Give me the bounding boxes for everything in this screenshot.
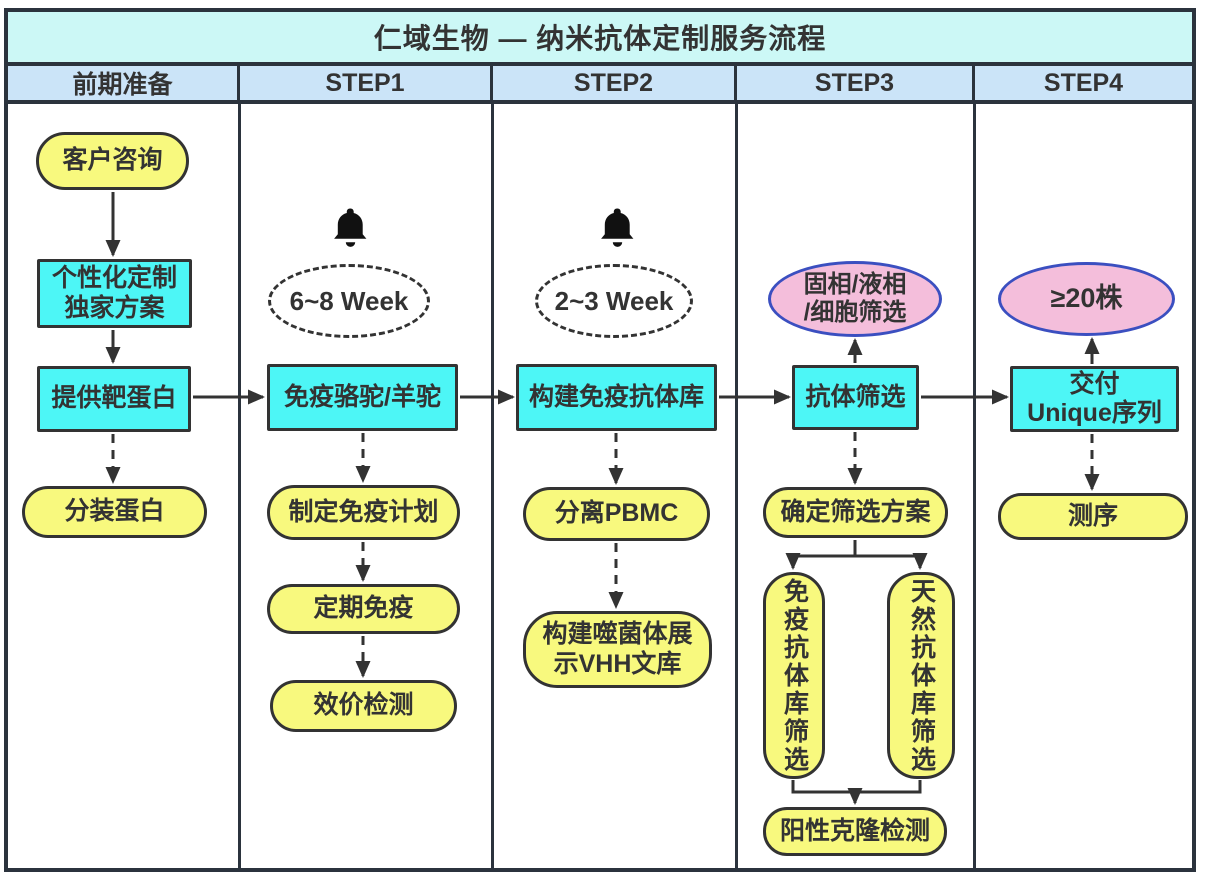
node-titer-test: 效价检测 xyxy=(270,680,457,732)
bell-icon xyxy=(599,207,636,258)
column-header-step1: STEP1 xyxy=(240,66,493,100)
node-build-immune-library: 构建免疫抗体库 xyxy=(516,364,717,431)
column-divider-2 xyxy=(491,104,494,868)
column-header-step2: STEP2 xyxy=(493,66,737,100)
node-aliquot-protein: 分装蛋白 xyxy=(22,486,207,538)
page-title: 仁域生物 — 纳米抗体定制服务流程 xyxy=(8,12,1192,66)
node-immune-library-screening: 免疫抗体库筛选 xyxy=(763,572,825,779)
ellipse-screening-methods: 固相/液相 /细胞筛选 xyxy=(768,261,942,337)
node-sequencing: 测序 xyxy=(998,493,1188,540)
node-immunize-camel: 免疫骆驼/羊驼 xyxy=(267,364,458,431)
ellipse-strain-count: ≥20株 xyxy=(998,262,1175,336)
column-divider-4 xyxy=(973,104,976,868)
node-antibody-screening: 抗体筛选 xyxy=(792,365,919,430)
column-divider-1 xyxy=(238,104,241,868)
node-pbmc-isolation: 分离PBMC xyxy=(523,487,710,541)
node-screening-plan: 确定筛选方案 xyxy=(763,487,948,538)
column-header-step3: STEP3 xyxy=(737,66,975,100)
node-periodic-immunization: 定期免疫 xyxy=(267,584,460,634)
node-target-protein: 提供靶蛋白 xyxy=(37,366,191,432)
node-positive-clone-test: 阳性克隆检测 xyxy=(763,807,947,856)
node-natural-library-screening: 天然抗体库筛选 xyxy=(887,572,955,779)
timer-step2-duration: 2~3 Week xyxy=(535,264,693,338)
node-immunization-plan: 制定免疫计划 xyxy=(267,485,460,540)
table-frame: 仁域生物 — 纳米抗体定制服务流程 前期准备 STEP1 STEP2 STEP3… xyxy=(4,8,1196,872)
column-divider-3 xyxy=(735,104,738,868)
timer-step1-duration: 6~8 Week xyxy=(268,264,430,338)
node-customer-inquiry: 客户咨询 xyxy=(36,132,189,190)
node-custom-plan: 个性化定制 独家方案 xyxy=(37,259,192,328)
column-header-step4: STEP4 xyxy=(975,66,1192,100)
node-deliver-unique-sequence: 交付 Unique序列 xyxy=(1010,366,1179,432)
column-header-row: 前期准备 STEP1 STEP2 STEP3 STEP4 xyxy=(8,66,1192,104)
node-vhh-library: 构建噬菌体展 示VHH文库 xyxy=(523,611,712,688)
column-header-prep: 前期准备 xyxy=(8,66,240,100)
bell-icon xyxy=(332,207,369,258)
